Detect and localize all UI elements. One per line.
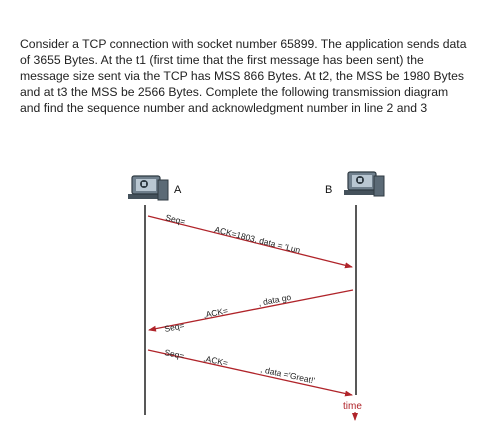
line3-seq-label: Seq= xyxy=(164,347,186,361)
time-axis-label: time xyxy=(343,401,362,412)
line3-ack-label: ,ACK= xyxy=(203,353,229,368)
segment-arrow-3 xyxy=(147,349,353,397)
problem-statement: Consider a TCP connection with socket nu… xyxy=(20,37,467,115)
line1-seq-label: Seq= xyxy=(165,212,187,227)
line2-ack-label: ,ACK= xyxy=(202,305,228,320)
computer-icon xyxy=(344,171,385,197)
host-b-label: B xyxy=(325,184,332,196)
host-a-label: A xyxy=(174,184,182,196)
segment-arrow-1 xyxy=(147,215,353,269)
line2-seq-label: Seq= xyxy=(163,320,185,334)
line1-ack-data-label: ACK=1803, data = 'Lun xyxy=(214,224,302,255)
segment-arrow-2 xyxy=(148,289,354,332)
computer-icon xyxy=(128,175,169,201)
line3-data-label: , data ='Great!' xyxy=(260,364,317,385)
